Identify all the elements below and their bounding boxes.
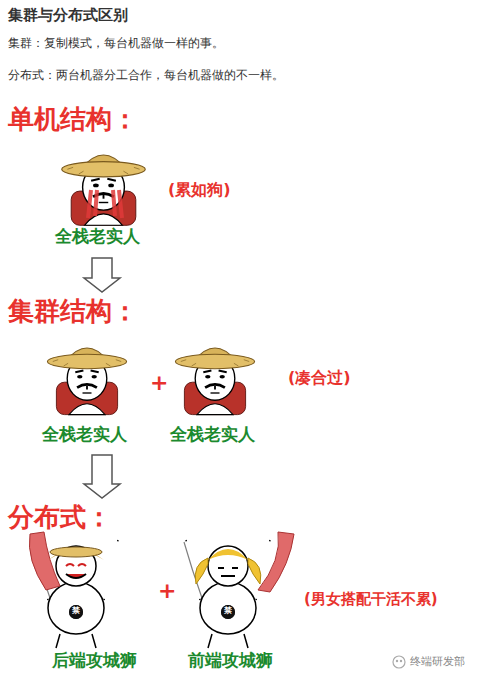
censor-mark: 禁 (72, 606, 80, 616)
description-line: 集群：复制模式，每台机器做一样的事。 (8, 36, 224, 50)
section-heading: 单机结构： (8, 104, 138, 135)
comment-note: (累如狗) (168, 180, 231, 199)
figure-name: 全栈老实人 (42, 424, 127, 444)
section-heading: 分布式： (8, 502, 112, 533)
comment-note: (凑合过) (288, 368, 351, 387)
plus-sign: + (150, 370, 168, 396)
page-title: 集群与分布式区别 (8, 6, 128, 24)
description-line: 分布式：两台机器分工合作，每台机器做的不一样。 (8, 68, 284, 82)
figure-name: 全栈老实人 (55, 226, 140, 246)
section-heading: 集群结构： (8, 296, 138, 327)
figure-name: 后端攻城狮 (52, 650, 137, 670)
hollow-arrow (84, 455, 120, 498)
figure-name: 全栈老实人 (170, 424, 255, 444)
comment-note: (男女搭配干活不累) (304, 590, 438, 608)
section-frame: 分布式： (8, 502, 308, 647)
plus-sign: + (158, 578, 176, 604)
hollow-arrow (84, 258, 120, 292)
censor-mark: 禁 (224, 606, 232, 616)
figure-name: 前端攻城狮 (188, 650, 273, 670)
watermark: 终端研发部 (410, 655, 465, 668)
